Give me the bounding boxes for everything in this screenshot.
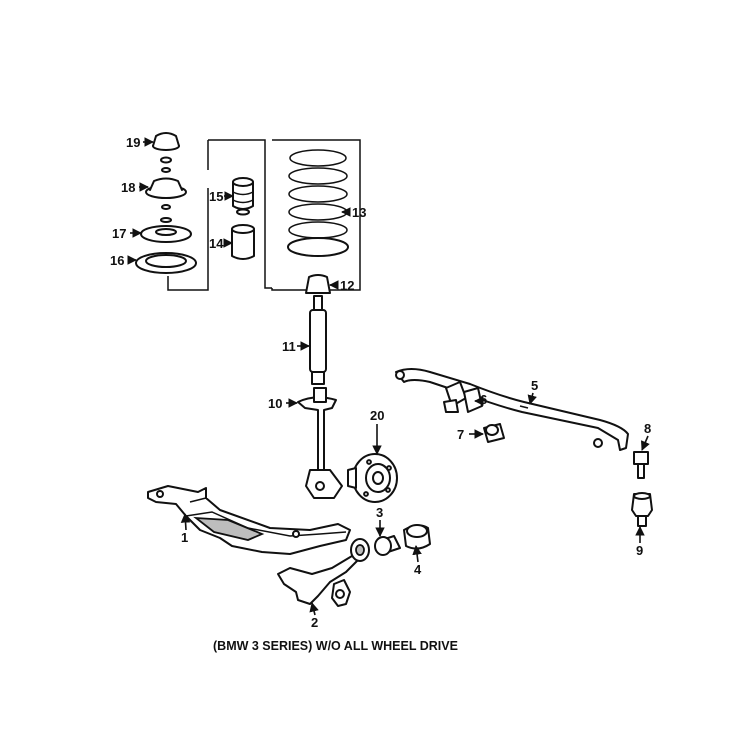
part-10-strut-housing[interactable]: [297, 387, 343, 499]
callout-19: 19: [126, 135, 140, 150]
diagram-caption: (BMW 3 SERIES) W/O ALL WHEEL DRIVE: [213, 639, 458, 653]
callout-14: 14: [209, 236, 224, 251]
callout-3: 3: [376, 505, 383, 520]
callout-10: 10: [268, 396, 282, 411]
callout-17: 17: [112, 226, 126, 241]
part-2-control-arm[interactable]: [277, 555, 359, 607]
part-13-coil-spring[interactable]: [287, 149, 349, 257]
callout-1: 1: [181, 530, 188, 545]
callout-9: 9: [636, 543, 643, 558]
part-7-bushing-bracket[interactable]: [483, 423, 505, 443]
part-16-spring-seat[interactable]: [135, 252, 197, 274]
part-6-stabilizer-bushing[interactable]: [443, 381, 483, 413]
part-5-stabilizer-bar[interactable]: [395, 368, 629, 451]
callout-16: 16: [110, 253, 124, 268]
part-11-strut-cartridge[interactable]: [309, 295, 327, 385]
part-3-control-arm-bushing[interactable]: [350, 535, 401, 562]
callout-18: 18: [121, 180, 135, 195]
grouping-brackets: [167, 139, 361, 291]
callout-13: 13: [352, 205, 366, 220]
callout-20: 20: [370, 408, 384, 423]
callout-11: 11: [282, 339, 296, 354]
callout-5: 5: [531, 378, 538, 393]
callout-4: 4: [414, 562, 422, 577]
part-12-strut-bushing[interactable]: [305, 274, 331, 294]
callout-15: 15: [209, 189, 223, 204]
part-19-strut-cap[interactable]: [152, 132, 180, 173]
callout-labels: 19 18 17 16 15 14 13 12 11 10 20 5 6 7 8…: [110, 135, 651, 630]
leader-lines: [127, 137, 650, 616]
callout-6: 6: [480, 392, 487, 407]
part-17-spring-pad[interactable]: [140, 217, 192, 243]
callout-7: 7: [457, 427, 464, 442]
part-15-bump-stop[interactable]: [232, 177, 254, 216]
part-14-dust-boot[interactable]: [231, 224, 255, 260]
part-1-front-subframe[interactable]: [147, 485, 351, 555]
part-9-link-bushing[interactable]: [631, 492, 653, 527]
part-4-bushing[interactable]: [403, 524, 431, 550]
callout-2: 2: [311, 615, 318, 630]
part-8-stabilizer-link[interactable]: [593, 438, 649, 479]
callout-8: 8: [644, 421, 651, 436]
callout-12: 12: [340, 278, 354, 293]
part-20-wheel-hub[interactable]: [347, 453, 398, 503]
part-18-upper-mount[interactable]: [145, 177, 187, 210]
